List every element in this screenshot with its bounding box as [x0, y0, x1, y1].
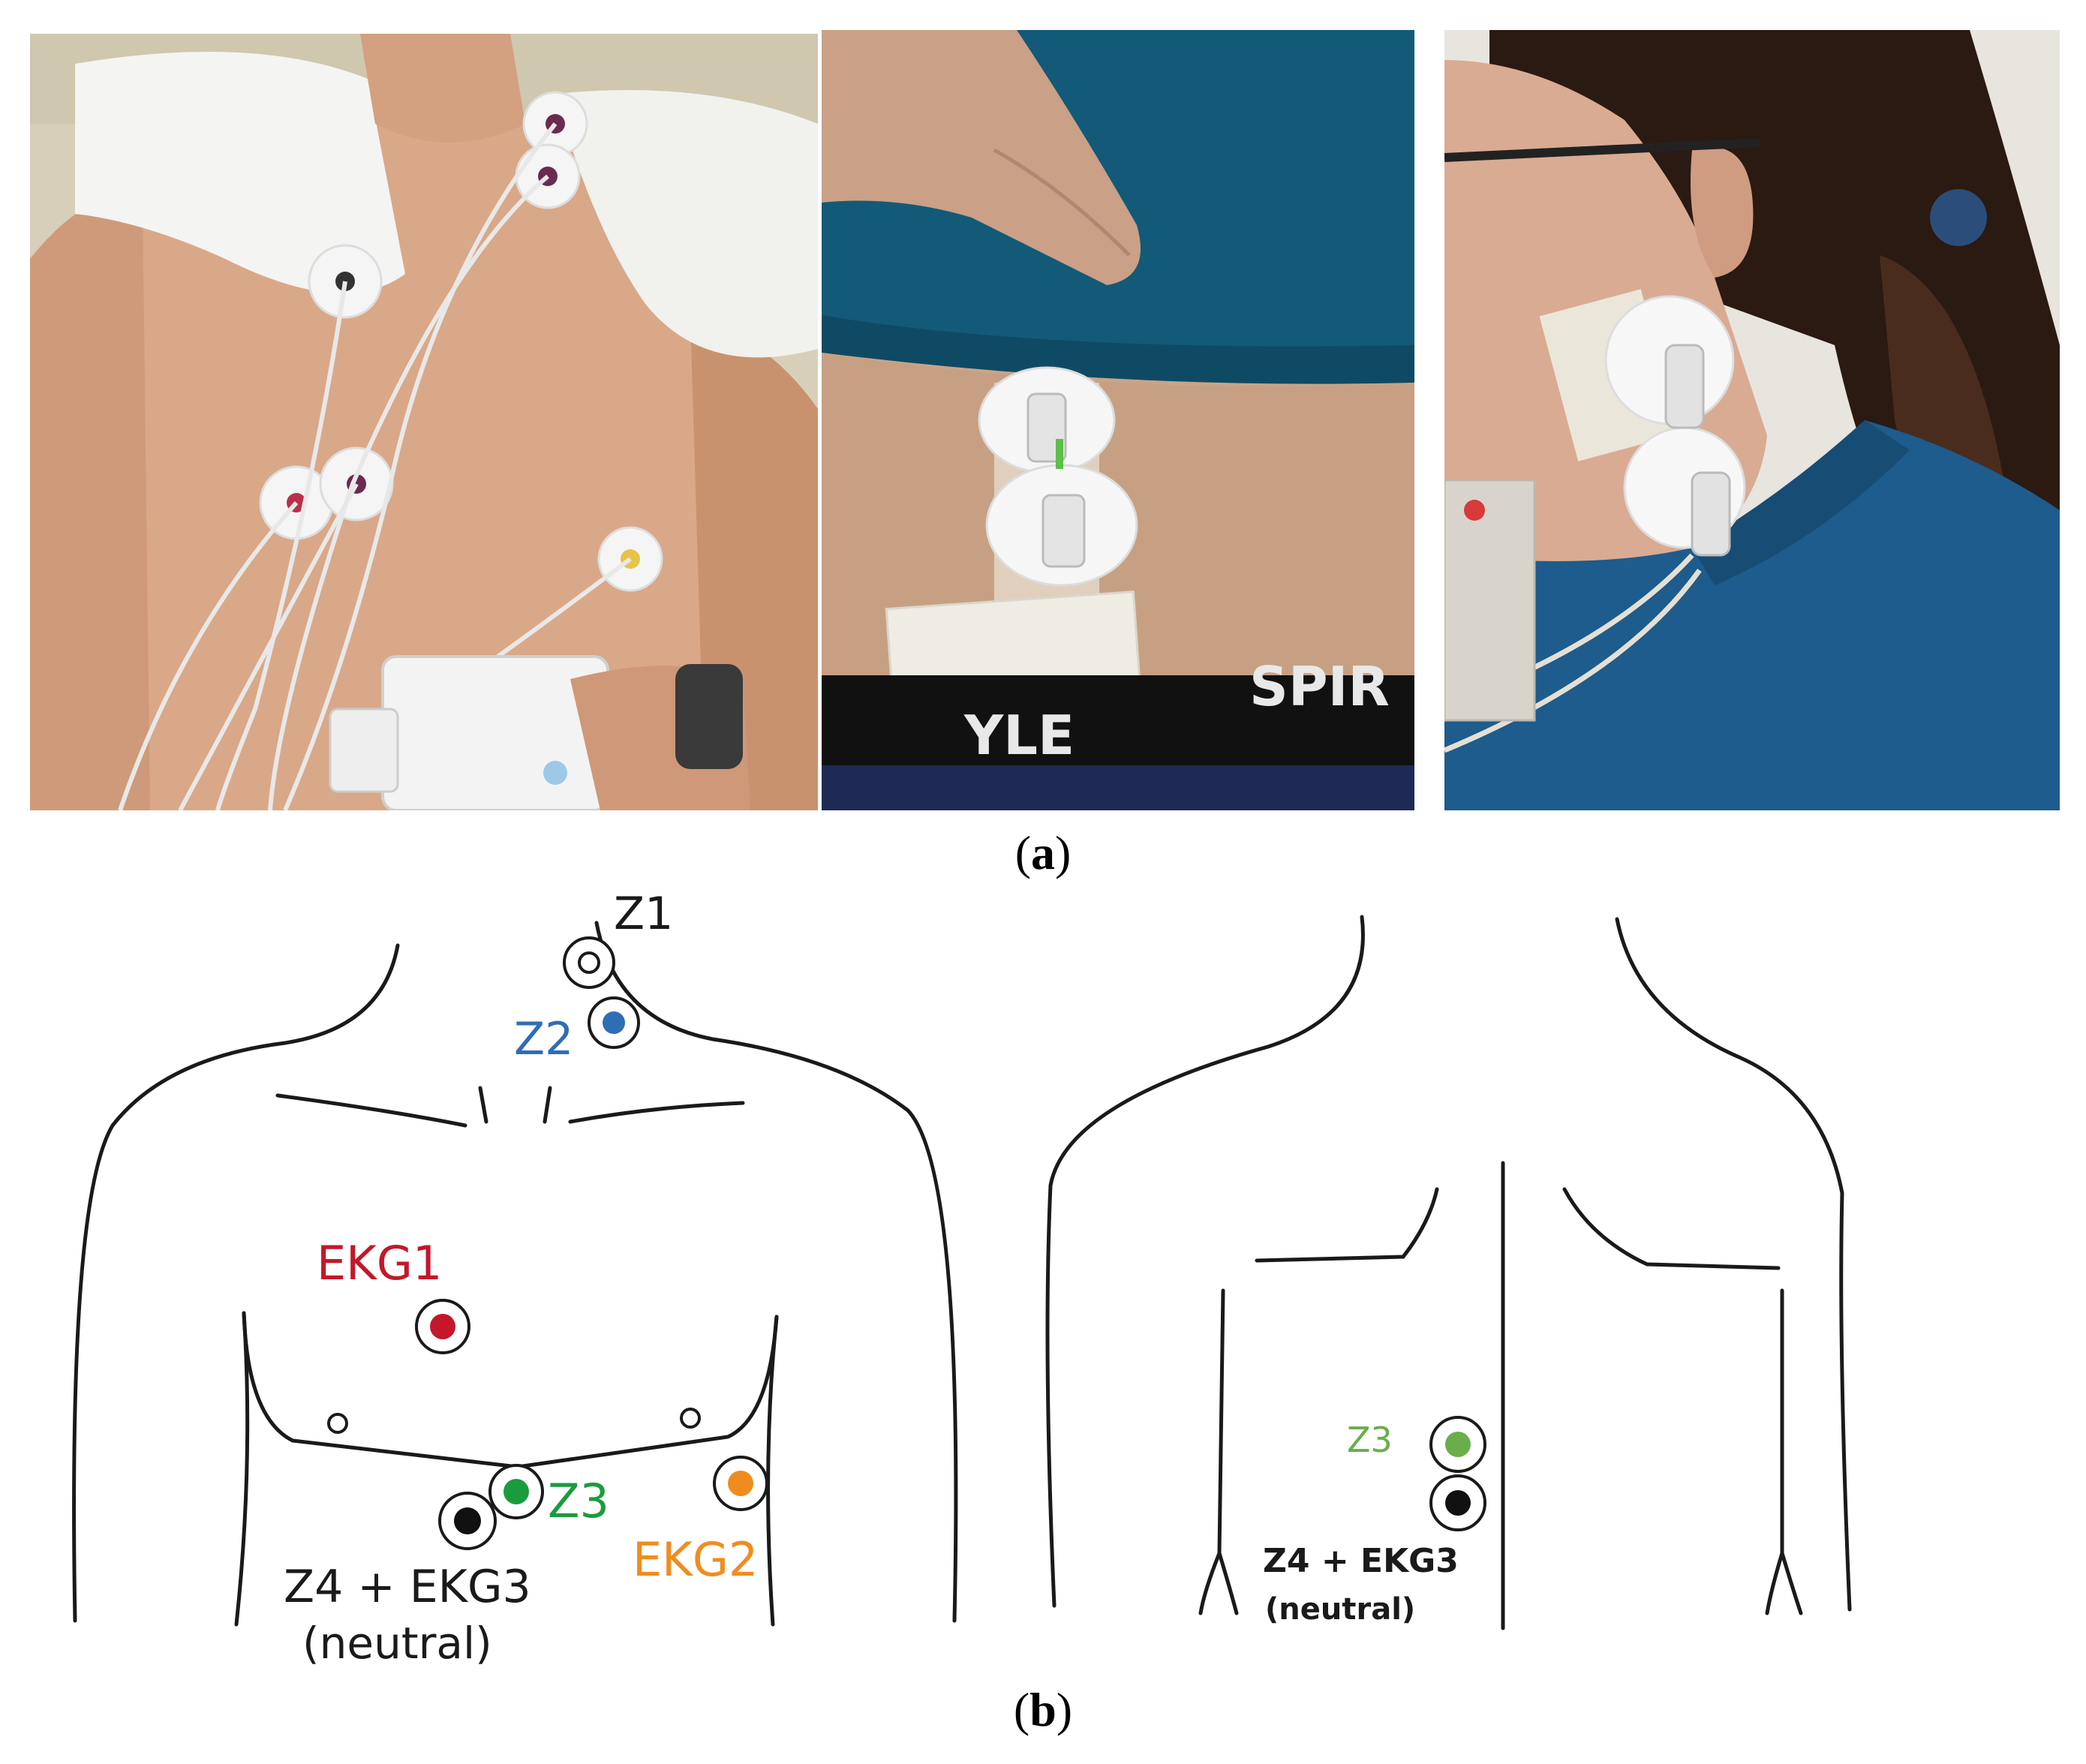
- electrode-z3-back: [1429, 1416, 1486, 1473]
- electrode-ekg2: [713, 1456, 768, 1511]
- electrode-z4-back: [1429, 1474, 1486, 1531]
- waistband-text-left: YLE: [963, 704, 1075, 767]
- label-z4-back: Z4 + EKG3: [1263, 1542, 1459, 1580]
- label-ekg2: EKG2: [633, 1532, 758, 1587]
- label-z3-front: Z3: [548, 1474, 609, 1528]
- nipple-left: [327, 1413, 348, 1434]
- label-neutral-back: (neutral): [1265, 1592, 1415, 1627]
- label-z3-back: Z3: [1347, 1420, 1393, 1460]
- front-torso-photo: [30, 34, 818, 810]
- electrode-ekg1: [415, 1299, 470, 1354]
- neck-side-photo: [1444, 30, 2060, 810]
- electrode-placement-diagram: Z1 Z2 EKG1 Z3 EKG2 Z4 + EKG3 (neutral) Z…: [72, 888, 1852, 1669]
- electrode-z2: [588, 996, 640, 1049]
- electrode-z4-front: [438, 1492, 497, 1550]
- nipple-right: [680, 1408, 701, 1429]
- back-torso-photo: YLE SPIR: [822, 30, 1414, 810]
- label-z4-front: Z4 + EKG3: [284, 1561, 531, 1613]
- label-z2: Z2: [514, 1013, 573, 1065]
- caption-a: (a): [1014, 826, 1072, 879]
- waistband-text-right: SPIR: [1249, 655, 1390, 718]
- back-body-outline: [1045, 915, 1852, 1630]
- caption-b: (b): [1013, 1683, 1073, 1736]
- label-neutral-front: (neutral): [302, 1618, 492, 1669]
- label-ekg1: EKG1: [317, 1236, 442, 1291]
- electrode-z3-front: [488, 1464, 544, 1519]
- label-z1: Z1: [614, 888, 673, 940]
- front-body-outline: [72, 921, 958, 1627]
- electrode-z1: [563, 936, 615, 989]
